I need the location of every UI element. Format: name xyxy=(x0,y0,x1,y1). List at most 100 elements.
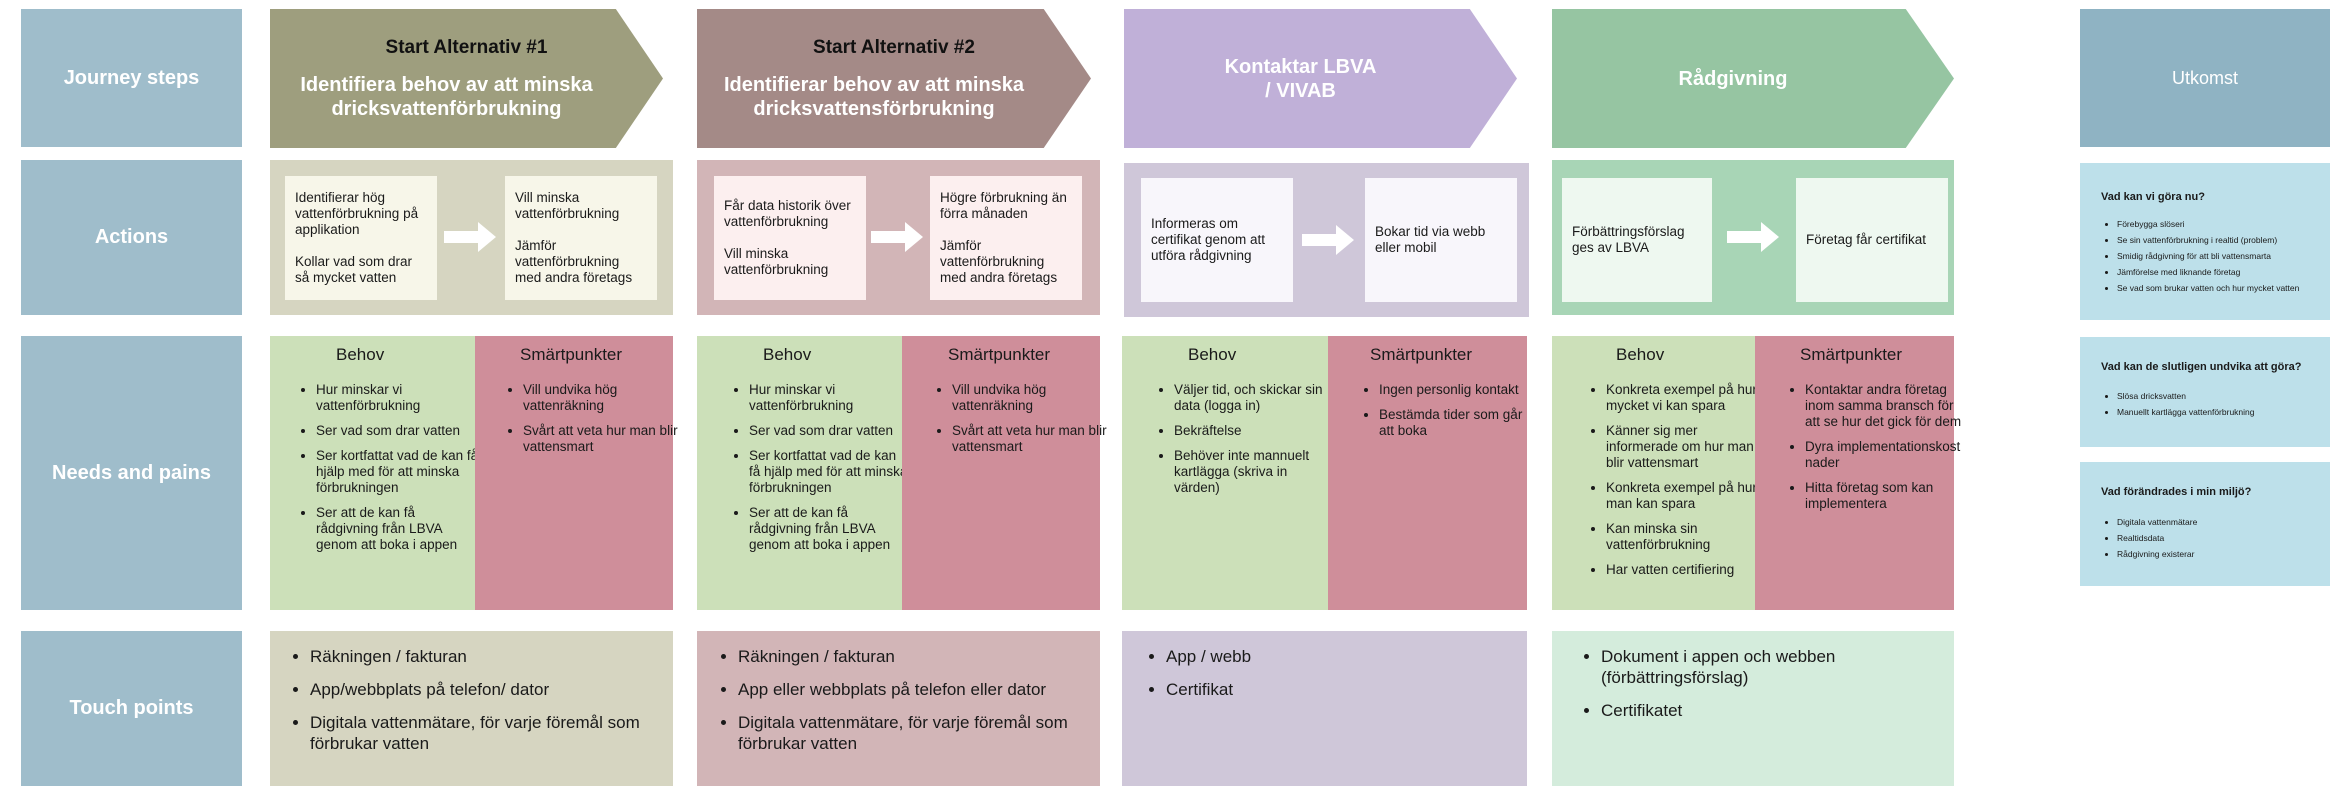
list-item: Ser att de kan få rådgivning från LBVA g… xyxy=(749,505,909,553)
list-item: Konkreta exempel på hur mycket vi kan sp… xyxy=(1606,382,1764,414)
outcome-question: Vad kan de slutligen undvika att göra? xyxy=(2101,361,2302,373)
needs-behov-panel-3: Behov Väljer tid, och skickar sin data (… xyxy=(1122,336,1328,610)
touch-panel-4: Dokument i appen och webben (förbättring… xyxy=(1552,631,1954,786)
behov-list: Konkreta exempel på hur mycket vi kan sp… xyxy=(1590,382,1764,587)
needs-behov-panel-1: Behov Hur minskar vi vattenförbrukning S… xyxy=(270,336,478,610)
list-item: Känner sig mer informerade om hur man bl… xyxy=(1606,423,1764,471)
journey-step-subtitle: Start Alternativ #2 xyxy=(813,36,975,58)
list-item: Hur minskar vi vattenförbrukning xyxy=(316,382,481,414)
list-item: Bestämda tider som går att boka xyxy=(1379,407,1535,439)
needs-smart-panel-1: Smärtpunkter Vill undvika hög vattenräkn… xyxy=(475,336,678,610)
needs-smart-panel-2: Smärtpunkter Vill undvika hög vattenräkn… xyxy=(902,336,1107,610)
row-label-touch: Touch points xyxy=(21,631,242,786)
journey-step-4: Rådgivning xyxy=(1552,9,1954,148)
behov-list: Väljer tid, och skickar sin data (logga … xyxy=(1158,382,1336,505)
touch-panel-1: Räkningen / fakturan App/webbplats på te… xyxy=(270,631,673,786)
list-item: Förebygga slöseri xyxy=(2117,219,2339,230)
list-item: Smidig rådgivning för att bli vattensmar… xyxy=(2117,251,2339,262)
row-label-journey: Journey steps xyxy=(21,9,242,147)
outcome-list: Digitala vattenmätare Realtidsdata Rådgi… xyxy=(2103,517,2339,565)
needs-behov-panel-4: Behov Konkreta exempel på hur mycket vi … xyxy=(1552,336,1757,610)
touch-list: Räkningen / fakturan App eller webbplats… xyxy=(712,646,1113,766)
behov-heading: Behov xyxy=(1188,345,1237,364)
arrow-right-icon xyxy=(1727,222,1779,252)
list-item: Räkningen / fakturan xyxy=(310,646,680,667)
actions-panel-3: Informeras om certifikat genom att utför… xyxy=(1124,163,1529,317)
list-item: Digitala vattenmätare, för varje föremål… xyxy=(310,712,680,754)
smart-heading: Smärtpunkter xyxy=(520,345,623,364)
row-label-actions: Actions xyxy=(21,160,242,315)
list-item: Ser att de kan få rådgivning från LBVA g… xyxy=(316,505,481,553)
outcome-list: Förebygga slöseri Se sin vattenförbrukni… xyxy=(2103,219,2339,299)
smart-list: Ingen personlig kontakt Bestämda tider s… xyxy=(1363,382,1535,448)
behov-list: Hur minskar vi vattenförbrukning Ser vad… xyxy=(733,382,909,562)
action-card-right: Bokar tid via webb eller mobil xyxy=(1365,178,1517,302)
touch-panel-3: App / webb Certifikat xyxy=(1122,631,1527,786)
journey-step-2: Start Alternativ #2 Identifierar behov a… xyxy=(697,9,1091,148)
list-item: Rådgivning existerar xyxy=(2117,549,2339,560)
behov-heading: Behov xyxy=(336,345,385,364)
list-item: Vill undvika hög vattenräkning xyxy=(523,382,679,414)
needs-smart-panel-4: Smärtpunkter Kontaktar andra företag ino… xyxy=(1755,336,1961,610)
list-item: Certifikatet xyxy=(1601,700,1961,721)
list-item: Realtidsdata xyxy=(2117,533,2339,544)
actions-panel-4: Förbättringsförslag ges av LBVA Företag … xyxy=(1552,160,1954,315)
list-item: Konkreta exempel på hur man kan spara xyxy=(1606,480,1764,512)
list-item: Hur minskar vi vattenförbrukning xyxy=(749,382,909,414)
action-card-right: Högre förbrukning än förra månaden Jämfö… xyxy=(930,176,1082,300)
list-item: Digitala vattenmätare xyxy=(2117,517,2339,528)
list-item: Dokument i appen och webben (förbättring… xyxy=(1601,646,1961,688)
list-item: Vill undvika hög vattenräkning xyxy=(952,382,1108,414)
list-item: Svårt att veta hur man blir vattensmart xyxy=(523,423,679,455)
journey-step-3: Kontaktar LBVA / VIVAB xyxy=(1124,9,1517,148)
list-item: App / webb xyxy=(1166,646,1536,667)
list-item: Bekräftelse xyxy=(1174,423,1336,439)
list-item: Se vad som brukar vatten och hur mycket … xyxy=(2117,283,2339,294)
action-card-right: Företag får certifikat xyxy=(1796,178,1948,302)
needs-smart-panel-3: Smärtpunkter Ingen personlig kontakt Bes… xyxy=(1328,336,1527,610)
action-card-left: Förbättringsförslag ges av LBVA xyxy=(1562,178,1712,302)
action-card-right: Vill minska vattenförbrukning Jämför vat… xyxy=(505,176,657,300)
outcome-question: Vad förändrades i min miljö? xyxy=(2101,486,2252,498)
action-card-left: Informeras om certifikat genom att utför… xyxy=(1141,178,1293,302)
outcome-list: Slösa dricksvatten Manuellt kartlägga va… xyxy=(2103,391,2339,423)
actions-panel-1: Identifierar hög vattenförbrukning på ap… xyxy=(270,160,673,315)
journey-step-title: Kontaktar LBVA / VIVAB xyxy=(1224,55,1377,102)
smart-list: Vill undvika hög vattenräkning Svårt att… xyxy=(936,382,1108,464)
list-item: Svårt att veta hur man blir vattensmart xyxy=(952,423,1108,455)
touch-panel-2: Räkningen / fakturan App eller webbplats… xyxy=(697,631,1100,786)
touch-list: Dokument i appen och webben (förbättring… xyxy=(1575,646,1961,733)
behov-heading: Behov xyxy=(1616,345,1665,364)
list-item: Behöver inte mannuelt kartlägga (skriva … xyxy=(1174,448,1336,496)
journey-step-1: Start Alternativ #1 Identifiera behov av… xyxy=(270,9,663,148)
list-item: Ser vad som drar vatten xyxy=(749,423,909,439)
smart-heading: Smärtpunkter xyxy=(948,345,1051,364)
list-item: Har vatten certifiering xyxy=(1606,562,1764,578)
outcome-question: Vad kan vi göra nu? xyxy=(2101,191,2205,203)
list-item: Dyra implementationskost nader xyxy=(1805,439,1963,471)
journey-step-title: Rådgivning xyxy=(1678,67,1788,90)
list-item: Manuellt kartlägga vattenförbrukning xyxy=(2117,407,2339,418)
smart-heading: Smärtpunkter xyxy=(1370,345,1473,364)
needs-behov-panel-2: Behov Hur minskar vi vattenförbrukning S… xyxy=(697,336,907,610)
list-item: Ser kortfattat vad de kan få hjälp med f… xyxy=(749,448,909,496)
action-card-left: Identifierar hög vattenförbrukning på ap… xyxy=(285,176,437,300)
list-item: App eller webbplats på telefon eller dat… xyxy=(738,679,1113,700)
list-item: Kontaktar andra företag inom samma brans… xyxy=(1805,382,1963,430)
list-item: Certifikat xyxy=(1166,679,1536,700)
action-card-left: Får data historik över vattenförbrukning… xyxy=(714,176,866,300)
list-item: Se sin vattenförbrukning i realtid (prob… xyxy=(2117,235,2339,246)
arrow-right-icon xyxy=(444,222,496,252)
list-item: Jämförelse med liknande företag xyxy=(2117,267,2339,278)
list-item: Slösa dricksvatten xyxy=(2117,391,2339,402)
journey-step-subtitle: Start Alternativ #1 xyxy=(385,36,548,58)
list-item: Ser vad som drar vatten xyxy=(316,423,481,439)
list-item: Kan minska sin vattenförbrukning xyxy=(1606,521,1764,553)
journey-step-title: Identifiera behov av att minska dricksva… xyxy=(300,73,593,120)
list-item: App/webbplats på telefon/ dator xyxy=(310,679,680,700)
outcome-box-1: Vad kan vi göra nu? Förebygga slöseri Se… xyxy=(2080,163,2330,320)
arrow-right-icon xyxy=(1302,225,1354,255)
touch-list: Räkningen / fakturan App/webbplats på te… xyxy=(284,646,680,766)
smart-list: Vill undvika hög vattenräkning Svårt att… xyxy=(507,382,679,464)
touch-list: App / webb Certifikat xyxy=(1140,646,1536,712)
